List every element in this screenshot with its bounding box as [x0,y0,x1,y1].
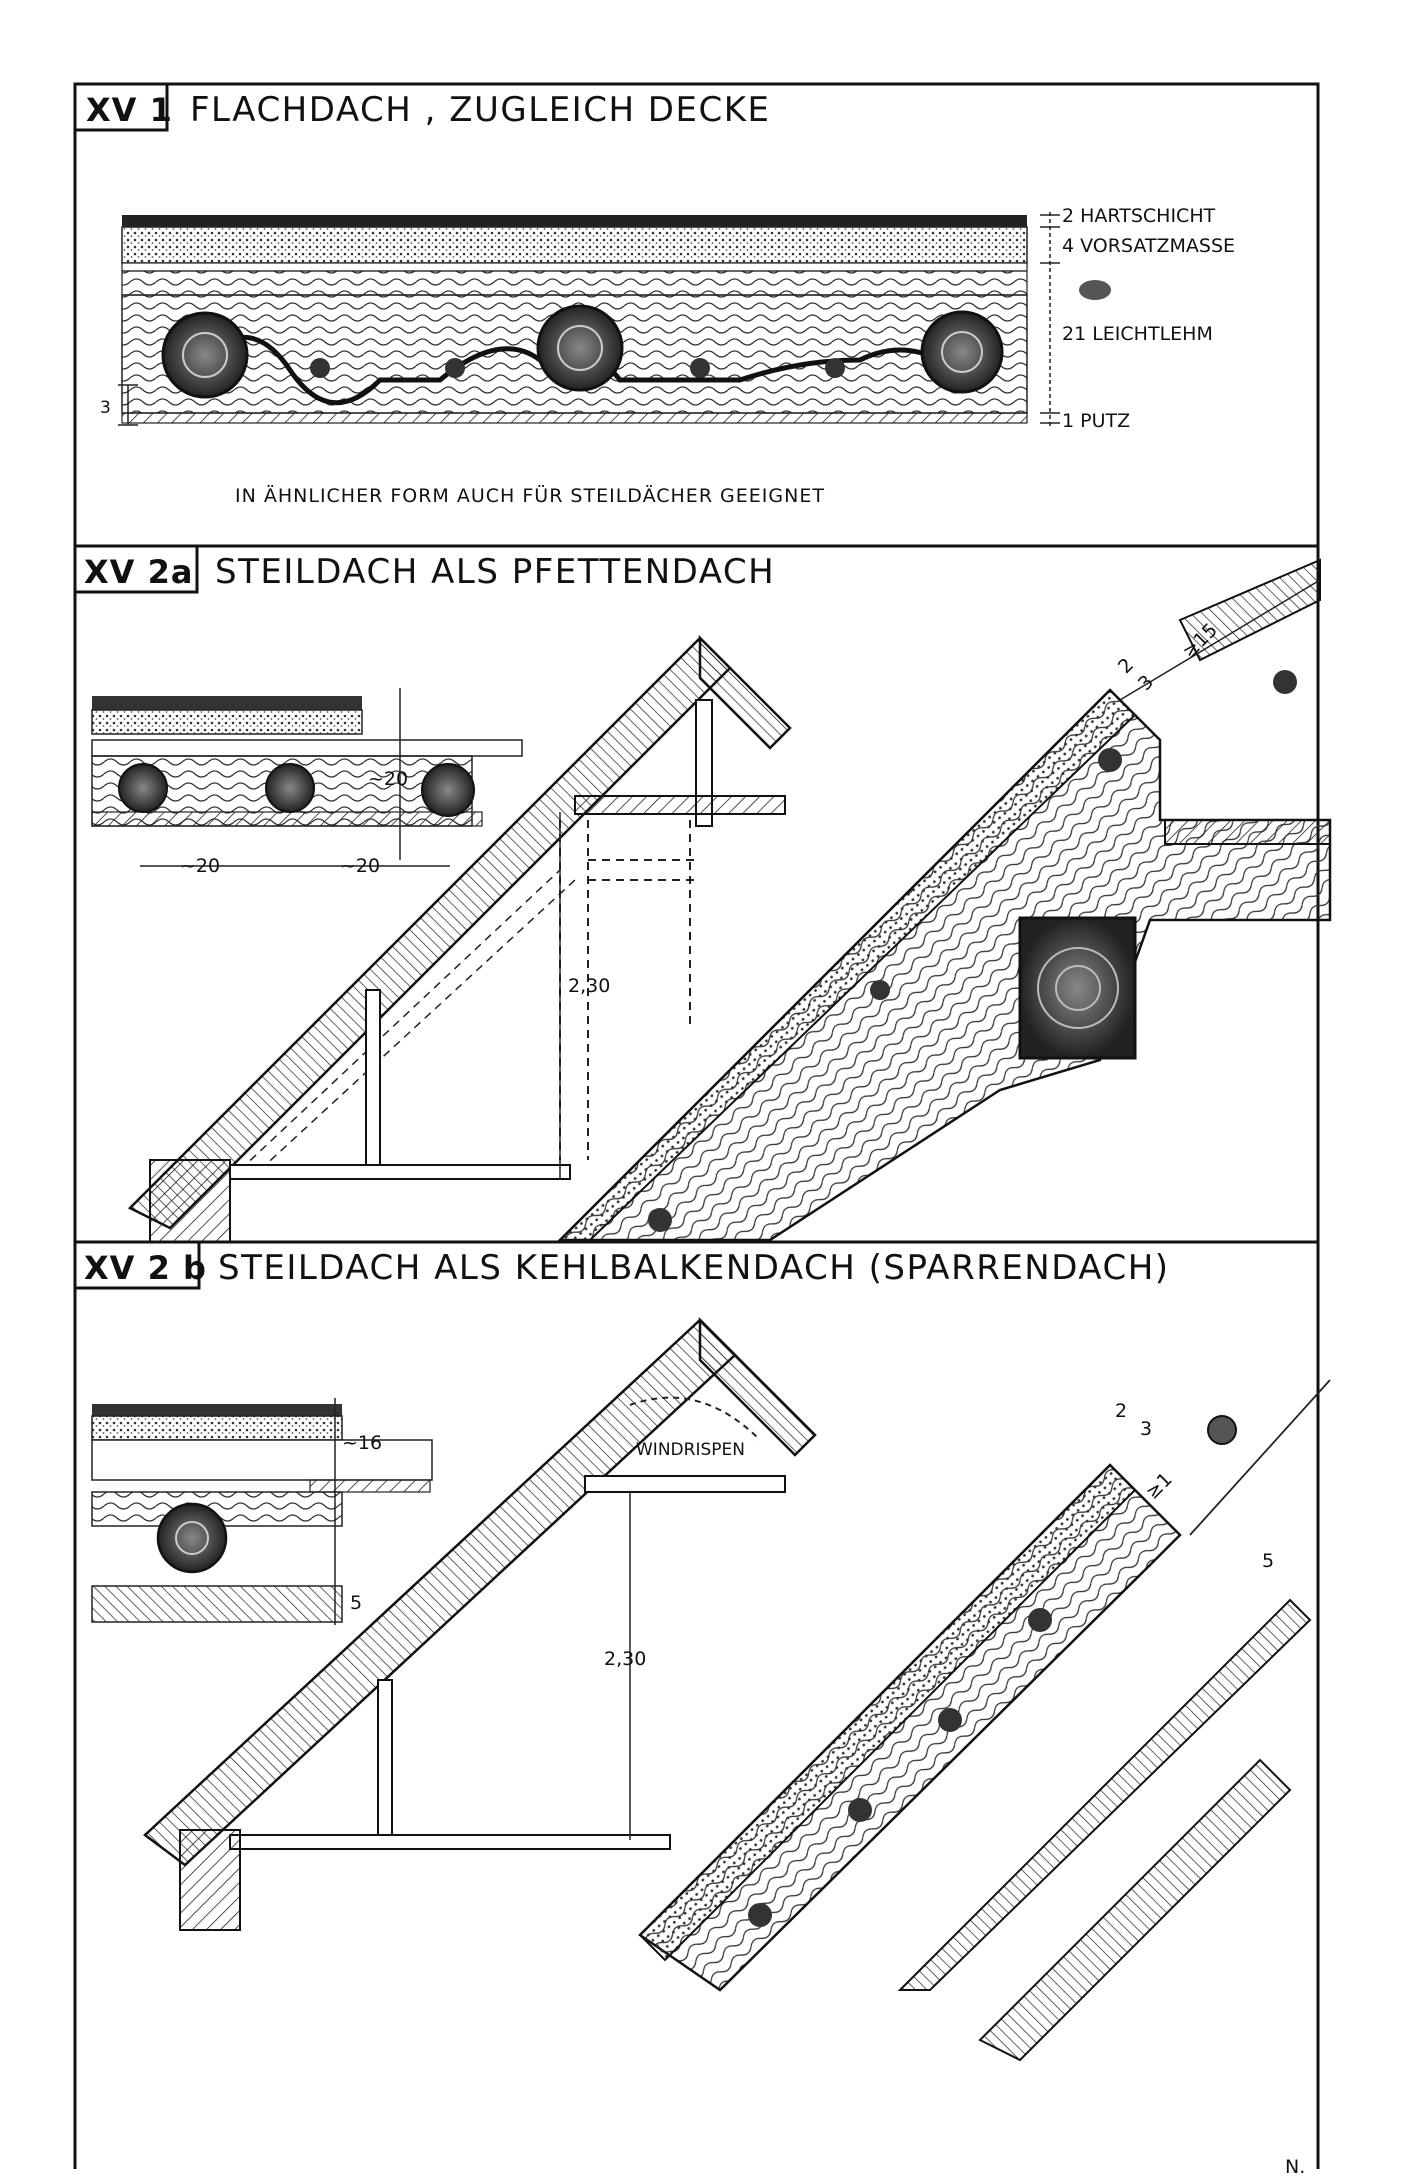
panel-note: IN ÄHNLICHER FORM AUCH FÜR STEILDÄCHER G… [235,485,825,507]
dim-height-230-b: 2,30 [604,1648,647,1670]
kehlbalkendach-detail-left [91,1398,433,1625]
pfettendach-detail-right [556,558,1332,1242]
dim-height-230: 2,30 [568,975,611,997]
dim-left-flat: 3 [100,398,111,418]
windrispen-label: WINDRISPEN [636,1440,745,1460]
dim-vertical-20: ~20 [368,768,409,790]
layer-label-leichtlehm: 21 LEICHTLEHM [1062,323,1213,345]
panel-code-xv2b: XV 2 b [84,1249,207,1287]
panel-title-kehlbalkendach: STEILDACH ALS KEHLBALKENDACH (SPARRENDAC… [218,1248,1170,1288]
dim-spacing-20-b: ~20 [340,855,381,877]
kehlbalkendach-roof-section [143,1316,817,1931]
dim-layer-2-b: 2 [1115,1400,1128,1422]
layer-label-hartschicht: 2 HARTSCHICHT [1062,205,1216,227]
kehlbalkendach-detail-right [638,1379,1331,2062]
signature: N. [1285,2156,1306,2178]
panel-title-pfettendach: STEILDACH ALS PFETTENDACH [215,552,776,592]
layer-label-vorsatzmasse: 4 VORSATZMASSE [1062,235,1236,257]
pfettendach-detail-left [91,688,523,867]
dim-spacing-20-a: ~20 [180,855,221,877]
panel-title-flachdach: FLACHDACH , ZUGLEICH DECKE [190,90,771,130]
dim-5-left: 5 [350,1592,363,1614]
flat-roof-section [118,212,1111,428]
dim-16: ~16 [342,1432,383,1454]
dim-layer-3-b: 3 [1140,1418,1153,1440]
pfettendach-roof-section [127,634,792,1243]
dim-5-right: 5 [1262,1550,1275,1572]
panel-code-xv2a: XV 2a [84,553,194,591]
layer-label-putz: 1 PUTZ [1062,410,1131,432]
panel-code-xv1: XV 1 [86,91,173,129]
